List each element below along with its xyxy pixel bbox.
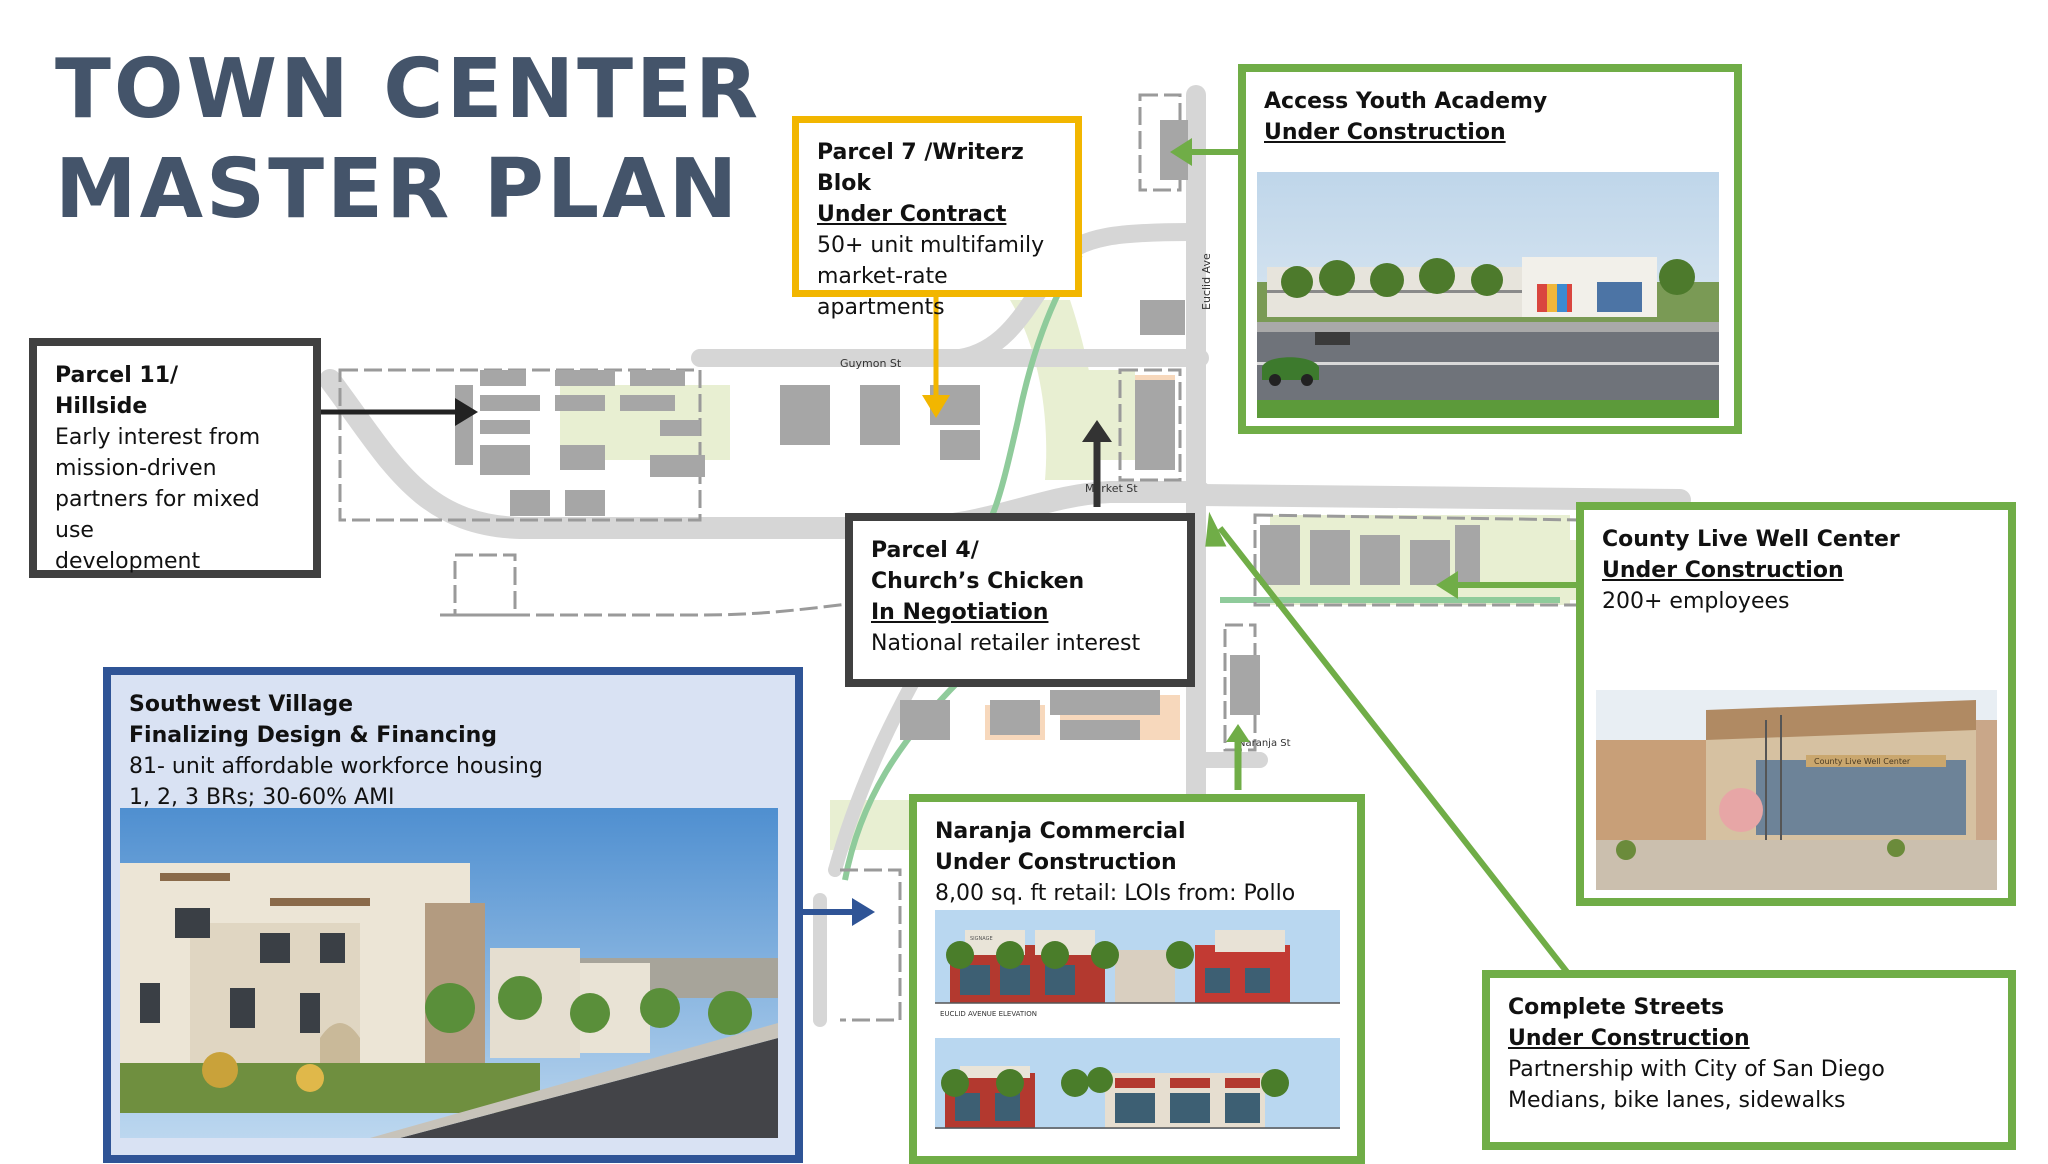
signage-label: SIGNAGE (970, 936, 993, 942)
arrow-complete-streets (1205, 511, 1570, 974)
arrow-parcel7 (922, 290, 950, 418)
page-title: TOWN CENTER MASTER PLAN (55, 42, 762, 237)
street-label-naranja: Naranja St (1238, 738, 1291, 749)
callout-parcel11: Parcel 11/ Hillside Early interest from … (29, 338, 321, 578)
callout-parcel7: Parcel 7 /Writerz Blok Under Contract 50… (792, 116, 1082, 320)
arrow-county (1436, 571, 1577, 599)
street-label-guymon: Guymon St (840, 357, 902, 370)
callout-parcel4: Parcel 4/ Church’s Chicken In Negotiatio… (845, 513, 1195, 687)
street-label-euclid: Euclid Ave (1200, 253, 1213, 310)
naranja-elevation-1: SIGNAGE EUCLID AVENUE ELEVATION (935, 910, 1340, 1020)
county-rendering: County Live Well Center (1596, 690, 1997, 890)
county-building-sign: County Live Well Center (1814, 757, 1911, 766)
elevation-label: EUCLID AVENUE ELEVATION (940, 1010, 1037, 1018)
arrow-naranja (1226, 724, 1250, 790)
southwest-rendering (120, 808, 778, 1138)
arrow-southwest (800, 898, 875, 926)
callout-complete-streets: Complete Streets Under Construction Part… (1482, 970, 2016, 1150)
map-roads (319, 85, 1691, 1027)
arrow-parcel4 (1082, 420, 1112, 507)
arrow-parcel11 (315, 398, 478, 426)
access-youth-rendering (1257, 172, 1719, 418)
street-label-market: Market St (1085, 482, 1138, 495)
naranja-elevation-2 (935, 1038, 1340, 1138)
